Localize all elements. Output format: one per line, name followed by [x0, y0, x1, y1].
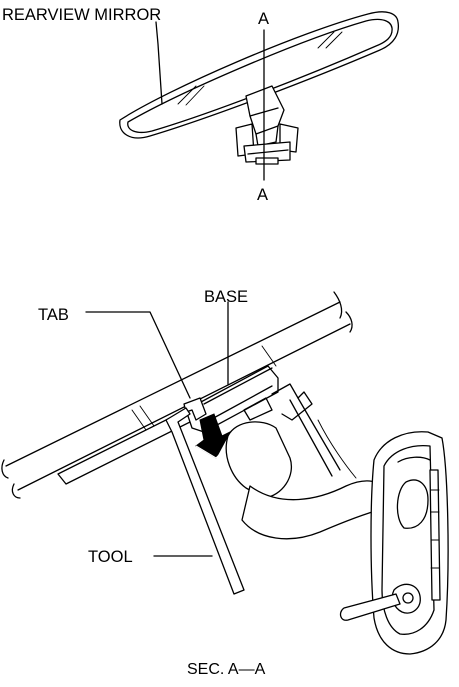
label-section-a-top: A: [258, 10, 269, 28]
leader-rearview-mirror: [155, 21, 163, 105]
section-caption: SEC. A—A: [187, 661, 266, 678]
mirror-head-section: [339, 431, 449, 655]
label-rearview-mirror: REARVIEW MIRROR: [2, 6, 161, 24]
label-tab: TAB: [38, 306, 69, 324]
label-tool: TOOL: [88, 548, 133, 566]
rearview-mirror-illustration: [119, 11, 400, 165]
label-section-a-bottom: A: [257, 186, 268, 204]
push-arrow: [195, 413, 232, 459]
mirror-base: [57, 365, 279, 485]
label-base: BASE: [204, 288, 248, 306]
mirror-arm-section: [225, 383, 387, 540]
windshield-section: [1, 291, 353, 499]
leader-tab: [85, 311, 191, 399]
tool-illustration: [165, 407, 245, 595]
